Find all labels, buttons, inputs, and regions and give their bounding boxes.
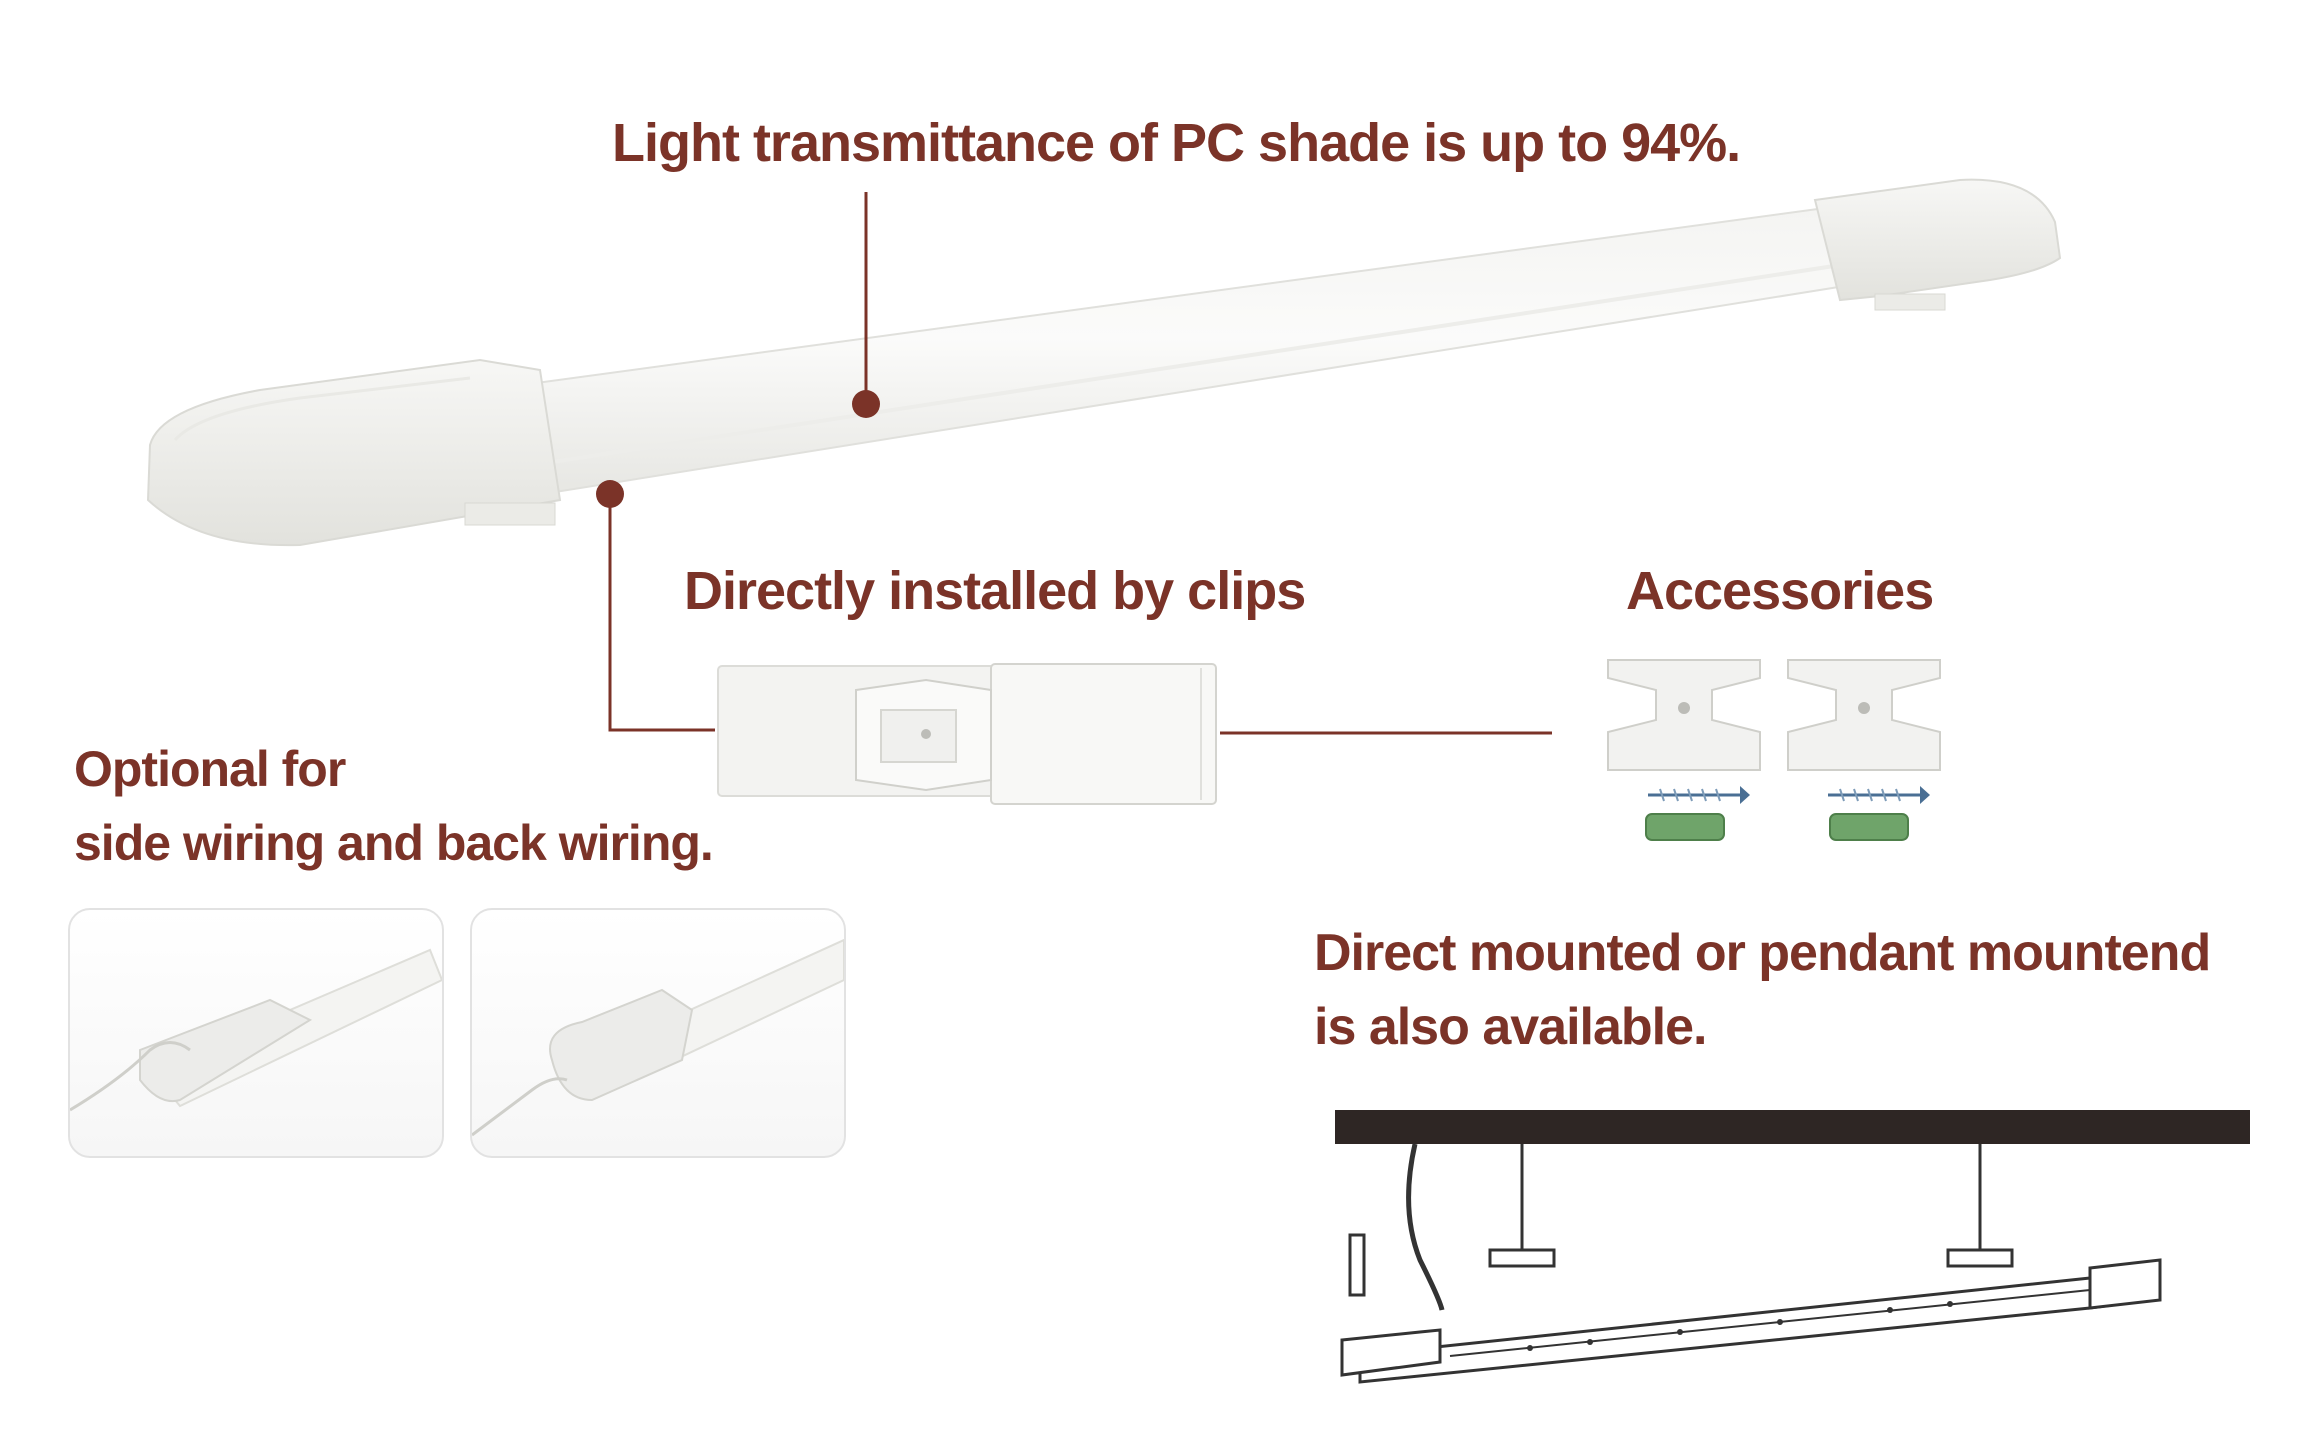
side-wiring-thumbnail	[68, 908, 444, 1158]
mounting-clip-icon	[717, 663, 1217, 805]
mounting-line-1: Direct mounted or pendant mountend	[1314, 924, 2211, 982]
wiring-options-caption: Optional for side wiring and back wiring…	[74, 732, 974, 880]
mounting-caption: Direct mounted or pendant mountend is al…	[1314, 916, 2274, 1064]
wall-plug-icon	[1645, 813, 1909, 841]
clips-caption: Directly installed by clips	[684, 561, 1306, 621]
accessories-caption: Accessories	[1626, 561, 1934, 621]
back-wiring-thumbnail	[470, 908, 846, 1158]
mounting-line-2: is also available.	[1314, 998, 1707, 1056]
wiring-options-line-1: Optional for	[74, 741, 346, 797]
pendant-mount-diagram-icon	[1335, 1110, 2250, 1384]
wiring-options-line-2: side wiring and back wiring.	[74, 815, 714, 871]
screw-icon	[1648, 786, 1930, 804]
transmittance-caption: Light transmittance of PC shade is up to…	[612, 113, 1741, 173]
mounting-bracket-icon	[1607, 659, 1941, 771]
